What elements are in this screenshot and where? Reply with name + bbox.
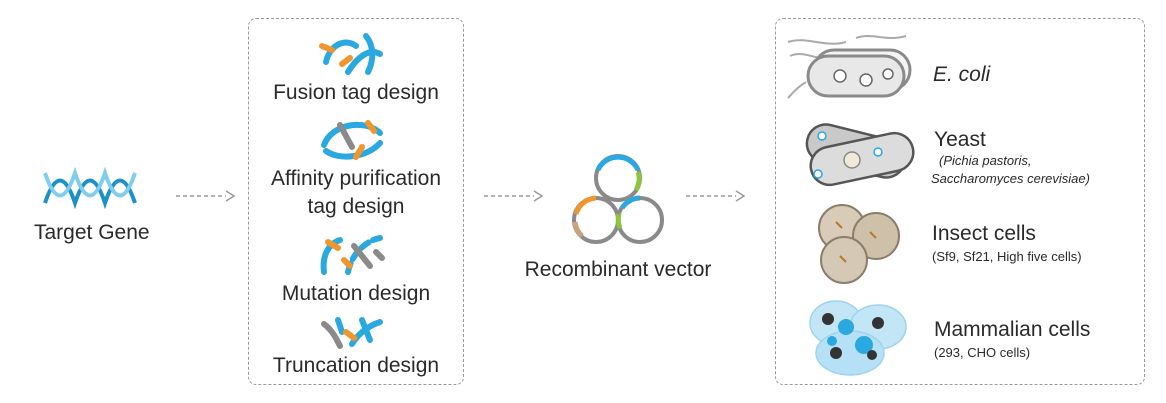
- affinity-tag-icon: [321, 120, 383, 160]
- plasmid-icon: [572, 154, 664, 244]
- affinity-tag-label-line1: Affinity purification: [270, 167, 442, 190]
- insect-cells-icon: [818, 204, 900, 284]
- dna-helix-icon: [43, 166, 137, 210]
- design-box: [248, 18, 464, 385]
- insect-title: Insect cells: [932, 222, 1036, 245]
- hosts-box: [775, 18, 1145, 385]
- arrow-right-icon: [176, 190, 236, 202]
- yeast-sub-line1: (Pichia pastoris,: [939, 153, 1032, 168]
- fusion-tag-icon: [319, 33, 383, 75]
- mammalian-sub: (293, CHO cells): [934, 345, 1031, 360]
- vector-label: Recombinant vector: [524, 258, 712, 281]
- truncation-icon: [321, 317, 383, 349]
- ecoli-icon: [787, 35, 912, 99]
- yeast-sub-line2: Saccharomyces cerevisiae): [931, 171, 1090, 186]
- fusion-tag-label: Fusion tag design: [273, 81, 439, 104]
- yeast-title: Yeast: [934, 128, 986, 151]
- mammalian-cells-icon: [809, 300, 907, 376]
- mutation-label: Mutation design: [281, 282, 431, 305]
- truncation-label: Truncation design: [272, 354, 440, 377]
- target-gene-label: Target Gene: [34, 221, 150, 244]
- affinity-tag-label-line2: tag design: [307, 195, 405, 218]
- ecoli-title: E. coli: [933, 63, 991, 86]
- mutation-icon: [320, 235, 385, 275]
- arrow-right-icon: [686, 190, 746, 202]
- yeast-icon: [805, 123, 915, 187]
- arrow-right-icon: [484, 190, 544, 202]
- mammalian-title: Mammalian cells: [934, 318, 1091, 341]
- insect-sub: (Sf9, Sf21, High five cells): [932, 249, 1082, 264]
